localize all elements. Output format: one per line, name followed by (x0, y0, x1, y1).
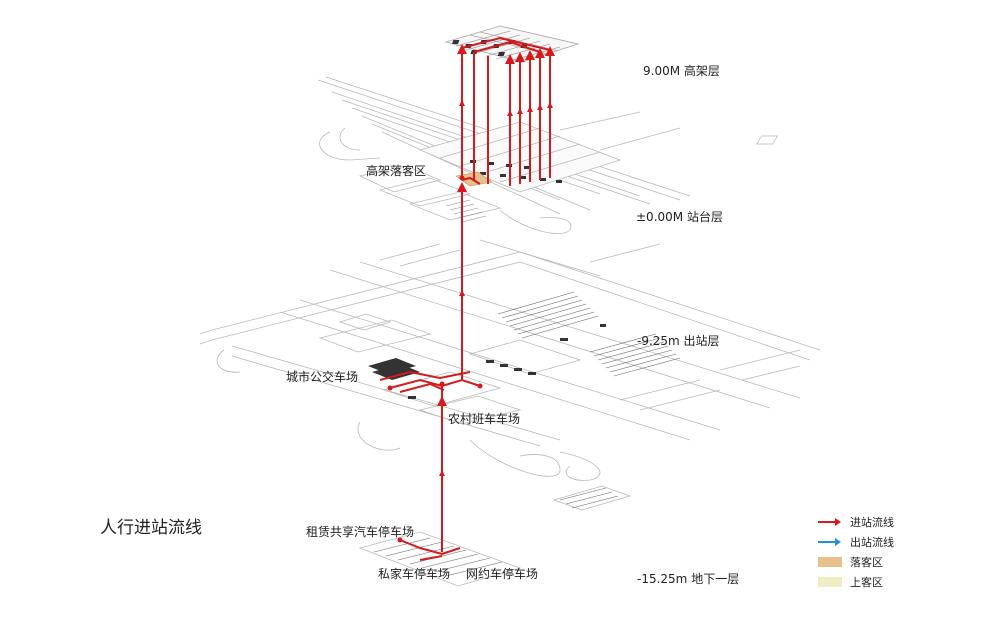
label-rental-parking: 租赁共享汽车停车场 (306, 525, 415, 539)
label-private-parking: 私家车停车场 (378, 567, 451, 581)
swatch-pick-up (818, 577, 842, 587)
exit-level-plan (199, 239, 821, 481)
legend-label: 出站流线 (850, 536, 894, 549)
exit-parking-grid-upper (497, 291, 599, 339)
legend: 进站流线 出站流线 落客区 上客区 (818, 512, 894, 592)
swatch-drop-off (818, 557, 842, 567)
red-arrow-icon (818, 517, 842, 527)
legend-label: 上客区 (850, 576, 883, 589)
exit-dark-marks (408, 324, 606, 399)
diagram-title: 人行进站流线 (100, 518, 202, 538)
legend-item-inbound: 进站流线 (818, 512, 894, 532)
label-city-bus-depot: 城市公交车场 (286, 370, 359, 384)
legend-item-drop-off: 落客区 (818, 552, 894, 572)
legend-item-outbound: 出站流线 (818, 532, 894, 552)
label-ride-hailing-parking: 网约车停车场 (466, 567, 539, 581)
label-rural-bus-depot: 农村班车车场 (448, 412, 521, 426)
level-label-platform: ±0.00M 站台层 (636, 210, 723, 224)
platform-hatched-zone (445, 199, 487, 223)
level-label-elevated: 9.00M 高架层 (643, 64, 720, 78)
city-bus-dark-grid (368, 358, 420, 380)
label-drop-off-zone: 高架落客区 (366, 164, 427, 178)
blue-arrow-icon (818, 537, 842, 547)
inbound-flow-lines (379, 36, 555, 561)
level-label-exit: -9.25m 出站层 (637, 334, 720, 348)
legend-label: 进站流线 (850, 516, 894, 529)
inbound-flow-arrows-mid (439, 100, 553, 476)
exit-parking-grid-lower (589, 333, 681, 377)
level-label-basement: -15.25m 地下一层 (637, 572, 740, 586)
basement-level-plan (358, 485, 632, 587)
legend-item-pick-up: 上客区 (818, 572, 894, 592)
flow-nodes (387, 175, 483, 543)
legend-label: 落客区 (850, 556, 883, 569)
